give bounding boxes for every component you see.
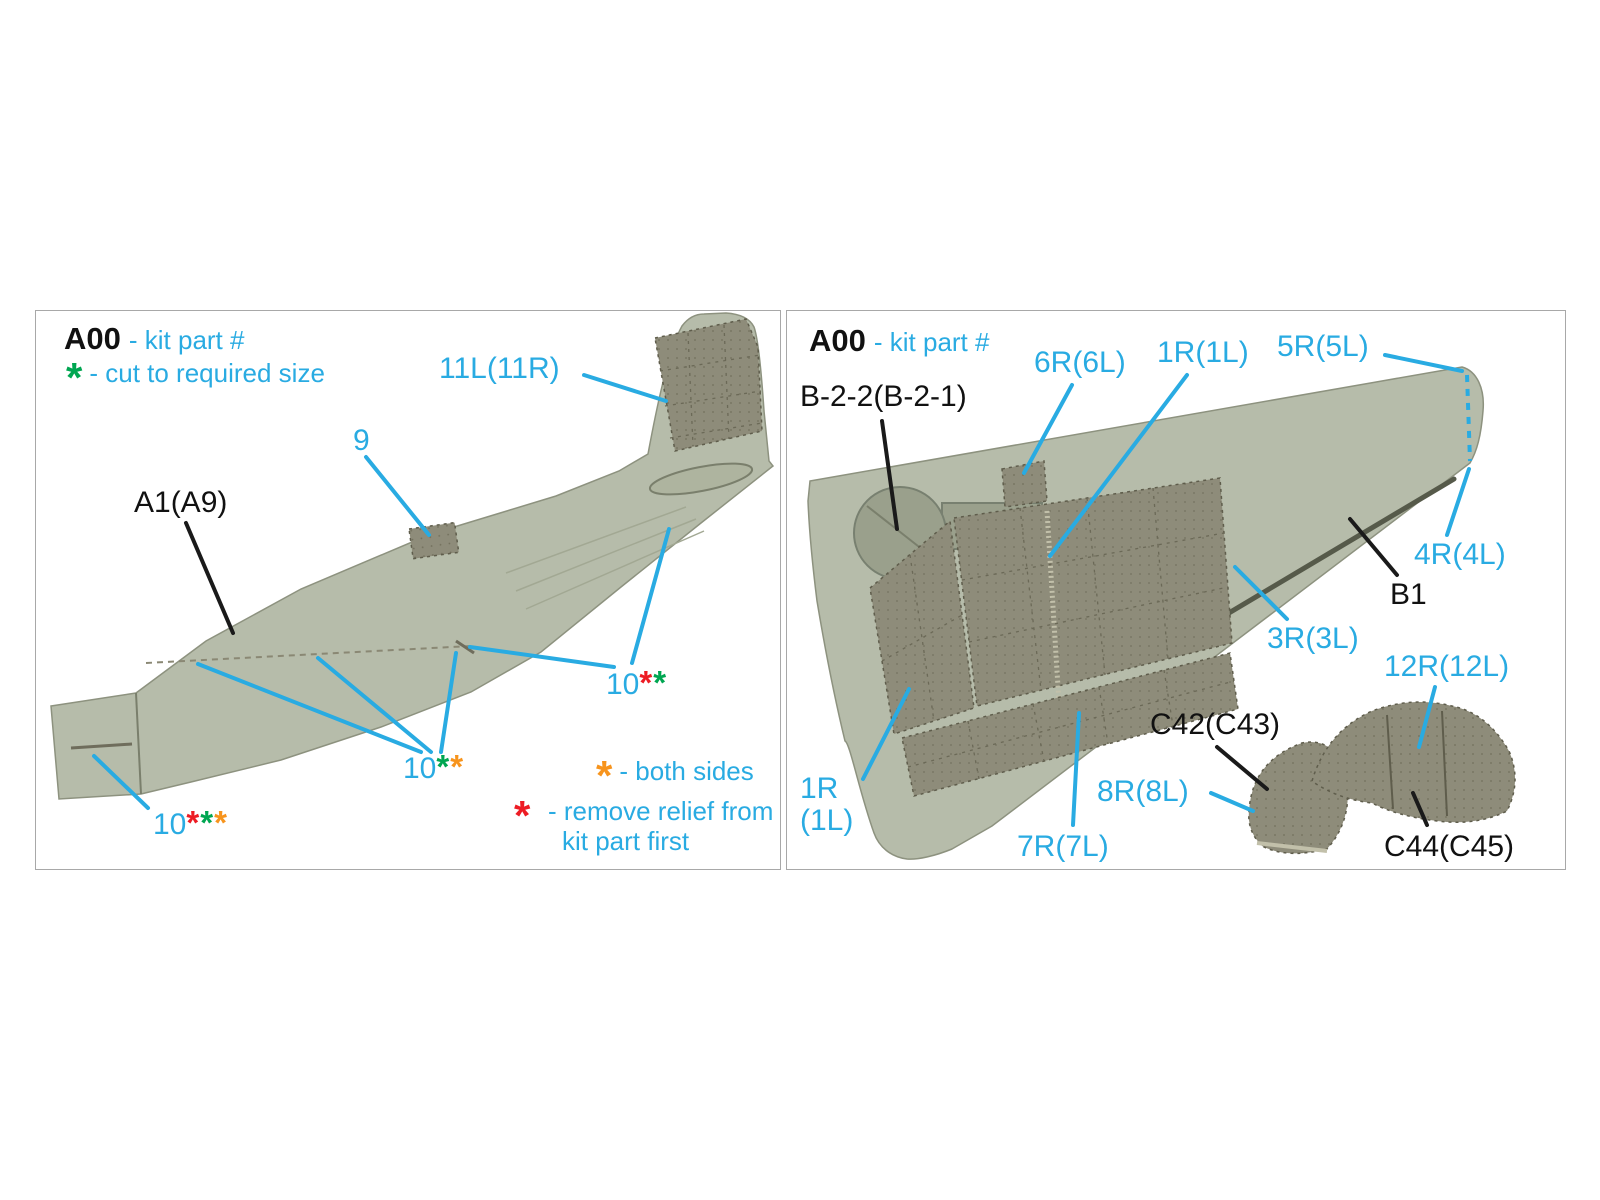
leader-11L (582, 373, 668, 403)
part-c44-seams (1386, 710, 1448, 817)
label-10-mid: 10** (403, 750, 464, 785)
label-10-mid-number: 10 (403, 752, 437, 785)
label-8R: 8R(8L) (1097, 775, 1189, 808)
part-c44-dots (1312, 702, 1516, 823)
leader-B22 (880, 419, 899, 531)
leader-B1 (1348, 517, 1399, 577)
leader-10-nose (92, 754, 150, 810)
leader-10-rear (468, 527, 671, 669)
label-A1: A1(A9) (134, 486, 228, 519)
remove-relief-legend: - remove relief from kit part first (548, 796, 774, 857)
leader-9 (364, 455, 431, 537)
asterisk-green-icon: * (200, 804, 215, 841)
rivet-panel-lower-dots (902, 653, 1238, 796)
fuselage-panel: A00 - kit part # * - cut to required siz… (35, 310, 781, 870)
kit-part-legend: A00 - kit part # (809, 323, 989, 359)
leader-5R (1383, 353, 1464, 373)
label-9: 9 (353, 424, 370, 457)
label-1R-left-line1: 1R (800, 772, 839, 805)
tip-dashed-line (1465, 374, 1472, 462)
label-1R-left-line2: (1L) (800, 803, 854, 837)
stringer-lines (505, 506, 705, 610)
leader-3R (1233, 565, 1289, 621)
kit-part-text: - kit part # (873, 327, 990, 357)
cowl-slot (70, 742, 133, 750)
kit-part-text: - kit part # (128, 325, 245, 355)
panel-center-seam (1044, 510, 1062, 704)
both-sides-legend: * - both sides (596, 752, 754, 799)
part-c42-edge-strip (1256, 841, 1328, 853)
cockpit-opening (648, 462, 754, 496)
rivet-panel-lower-grid (907, 669, 1235, 780)
label-B22: B-2-2(B-2-1) (800, 380, 967, 413)
label-C42: C42(C43) (1150, 708, 1281, 741)
cut-legend-text: - cut to required size (89, 358, 325, 388)
asterisk-green-icon: * (653, 664, 668, 701)
asterisk-green-icon: * (436, 748, 451, 785)
label-12R: 12R(12L) (1384, 650, 1510, 683)
wing-illustration (807, 353, 1516, 860)
wing-panel: A00 - kit part # B-2-2(B-2-1) 6R(6L) 1R(… (786, 310, 1566, 870)
leader-7R (1071, 711, 1081, 827)
asterisk-red-icon: * (186, 804, 201, 841)
label-4R: 4R(4L) (1414, 538, 1506, 571)
leader-C42 (1215, 745, 1269, 791)
label-3R: 3R(3L) (1267, 622, 1359, 655)
asterisk-orange-icon: * (214, 804, 228, 841)
label-1R-left: 1R (1L) (800, 773, 853, 836)
remove-relief-line1: - remove relief from (548, 796, 774, 826)
label-6R: 6R(6L) (1034, 346, 1126, 379)
label-1R-top: 1R(1L) (1157, 336, 1249, 369)
rivet-panel-main-dots (954, 478, 1232, 706)
label-5R: 5R(5L) (1277, 330, 1369, 363)
label-10-rear: 10** (606, 666, 667, 701)
rivet-panel-left-dots (870, 521, 974, 734)
panel-9-part (408, 521, 460, 560)
label-10-nose: 10*** (153, 806, 228, 841)
leader-1R-left (861, 687, 911, 781)
label-10-nose-number: 10 (153, 808, 187, 841)
remove-relief-asterisk: * (514, 793, 537, 836)
kit-part-legend: A00 - kit part # (64, 321, 244, 357)
asterisk-orange-icon: * (596, 752, 614, 799)
leader-12R (1417, 685, 1437, 749)
kit-part-code: A00 (809, 323, 866, 358)
label-11L: 11L(11R) (439, 352, 560, 385)
tail-fin-grid (659, 324, 763, 447)
rivet-panel-6R-dots (1002, 461, 1047, 507)
asterisk-green-icon: * (66, 354, 84, 401)
fuselage-illustration (50, 312, 775, 810)
both-sides-text: - both sides (619, 756, 754, 786)
leader-4R (1445, 467, 1471, 537)
kit-part-code: A00 (64, 321, 121, 356)
asterisk-red-icon: * (514, 792, 532, 839)
leader-A1 (184, 521, 235, 635)
cowl-seam (135, 692, 142, 795)
leader-1R-top (1048, 373, 1189, 558)
asterisk-red-icon: * (639, 664, 654, 701)
rivet-panel-main-grid (961, 487, 1229, 691)
leader-10-mid (196, 651, 458, 754)
label-B1: B1 (1390, 578, 1427, 611)
leader-C44 (1411, 791, 1429, 827)
label-7R: 7R(7L) (1017, 830, 1109, 863)
label-10-rear-number: 10 (606, 668, 640, 701)
aileron-slot (1199, 476, 1457, 632)
label-C44: C44(C45) (1384, 830, 1515, 863)
leader-8R (1209, 791, 1255, 813)
leader-6R (1022, 383, 1074, 475)
asterisk-orange-icon: * (450, 748, 465, 785)
cut-legend: * - cut to required size (66, 354, 325, 401)
tail-fin-rivet-dots (655, 319, 762, 451)
remove-relief-line2: kit part first (562, 825, 690, 856)
fuselage-tick (455, 639, 475, 655)
